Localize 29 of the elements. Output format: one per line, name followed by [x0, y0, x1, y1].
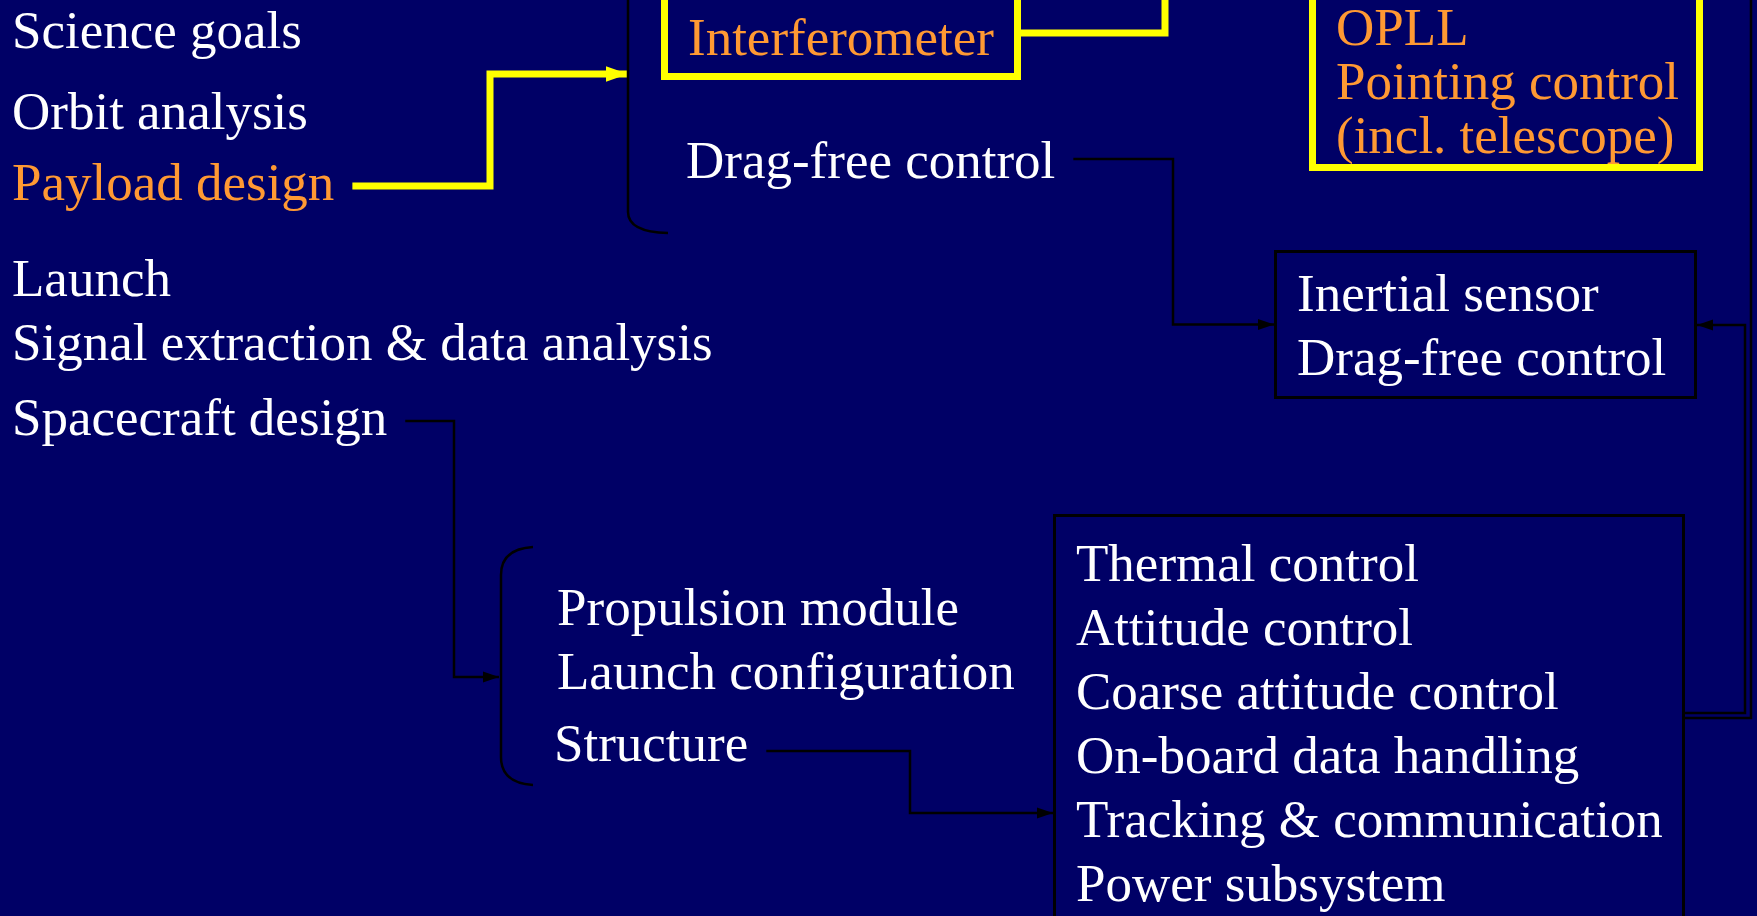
- system-box: [661, 0, 1021, 80]
- box-text-line: Thermal control: [1076, 533, 1420, 594]
- system-box: [1309, 0, 1703, 171]
- connector-arrow: [1685, 319, 1747, 715]
- connector-arrow: [405, 419, 499, 683]
- box-text-line: Power subsystem: [1076, 853, 1447, 914]
- box-text-line: OPLL: [1336, 0, 1470, 54]
- topic-label: Signal extraction & data analysis: [12, 312, 731, 372]
- system-box: [1053, 514, 1685, 916]
- box-text-line: On-board data handling: [1076, 725, 1581, 786]
- topic-label: Spacecraft design: [12, 387, 406, 447]
- topic-label: Drag-free control: [686, 130, 1074, 190]
- box-text-line: Inertial sensor: [1297, 262, 1600, 324]
- topic-label: Launch: [12, 248, 189, 308]
- connector-arrow: [766, 749, 1053, 819]
- topic-label: Orbit analysis: [12, 81, 326, 141]
- box-text-line: Drag-free control: [1297, 326, 1668, 388]
- topic-label: Propulsion module: [557, 577, 977, 637]
- topic-label: Structure: [554, 713, 767, 773]
- box-text-line: Interferometer: [688, 6, 994, 67]
- box-text-line: Tracking & communication: [1076, 789, 1662, 850]
- topic-label: Payload design: [12, 152, 353, 212]
- connector-arrow: [1073, 157, 1274, 331]
- topic-label: Science goals: [12, 0, 320, 60]
- box-text-line: Pointing control: [1336, 54, 1676, 108]
- box-text-line: Attitude control: [1076, 597, 1415, 658]
- system-box: [1274, 250, 1697, 399]
- topic-label: Launch configuration: [557, 641, 1033, 701]
- box-text-line: Coarse attitude control: [1076, 661, 1560, 722]
